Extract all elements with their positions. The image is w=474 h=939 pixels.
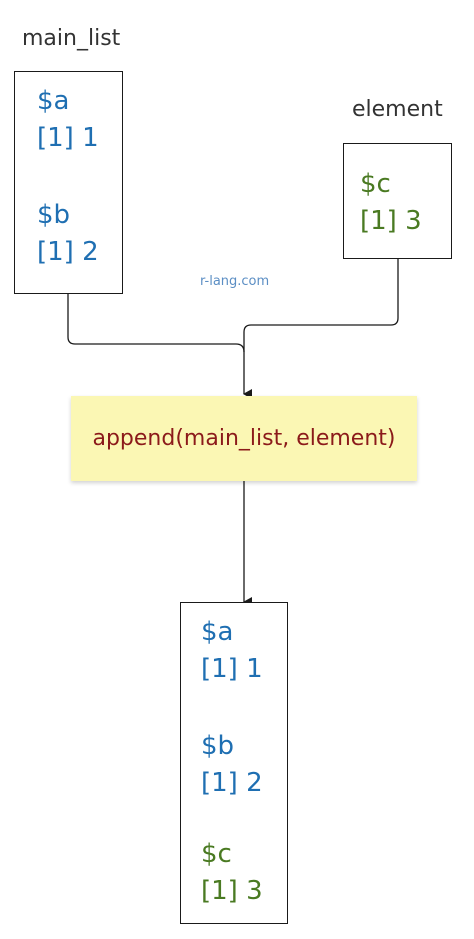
append-function-call: append(main_list, element) xyxy=(92,426,396,451)
main-list-name-a: $a xyxy=(37,86,70,116)
watermark-text: r-lang.com xyxy=(200,274,270,289)
connector-main-list xyxy=(67,294,252,399)
result-name-b: $b xyxy=(201,731,235,761)
connector-element xyxy=(243,259,399,352)
element-value-c: [1] 3 xyxy=(360,206,422,236)
result-box: $a [1] 1 $b [1] 2 $c [1] 3 xyxy=(180,602,288,924)
result-name-a: $a xyxy=(201,617,234,647)
element-name-c: $c xyxy=(360,169,391,199)
main-list-value-b: [1] 2 xyxy=(37,237,99,267)
main-list-box: $a [1] 1 $b [1] 2 xyxy=(14,71,123,294)
result-name-c: $c xyxy=(201,839,232,869)
element-box: $c [1] 3 xyxy=(343,143,452,259)
result-value-b: [1] 2 xyxy=(201,768,263,798)
append-function-box: append(main_list, element) xyxy=(71,396,417,481)
main-list-name-b: $b xyxy=(37,200,71,230)
main-list-value-a: [1] 1 xyxy=(37,123,99,153)
result-value-c: [1] 3 xyxy=(201,876,263,906)
main-list-title: main_list xyxy=(22,26,121,51)
element-title: element xyxy=(352,97,443,122)
result-value-a: [1] 1 xyxy=(201,654,263,684)
